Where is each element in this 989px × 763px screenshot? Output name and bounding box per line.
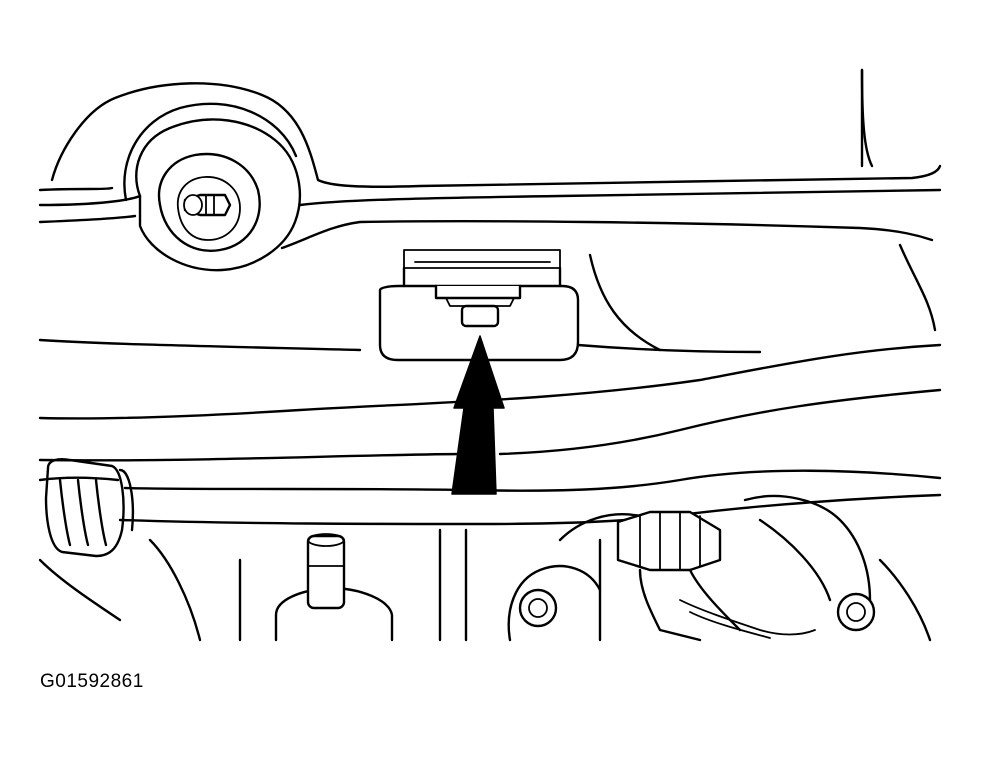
bolt xyxy=(434,284,522,328)
figure-id-label: G01592861 xyxy=(40,671,144,692)
crossmember xyxy=(38,243,942,462)
upper-housing xyxy=(38,68,942,250)
up-arrow-icon xyxy=(451,335,505,495)
component-line-drawing xyxy=(38,68,942,642)
mount-bushing xyxy=(123,102,302,272)
lower-assembly xyxy=(507,494,932,642)
lower-bar xyxy=(38,458,942,622)
lower-stud xyxy=(148,528,468,642)
